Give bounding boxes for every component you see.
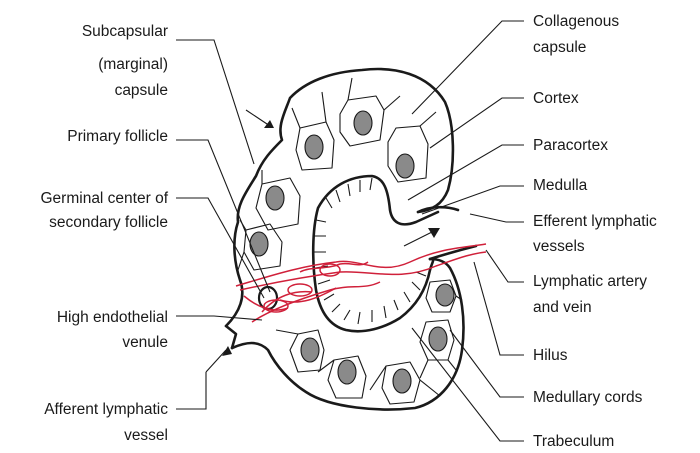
svg-text:vessel: vessel: [124, 427, 168, 444]
lymphatic-artery-and-vein: [236, 244, 486, 322]
svg-text:Subcapsular: Subcapsular: [82, 23, 168, 40]
label-germinal-center: Germinal center of secondary follicle: [41, 190, 169, 231]
label-cortex: Cortex: [533, 90, 579, 107]
label-collagenous-capsule: Collagenous capsule: [533, 13, 619, 56]
label-primary-follicle: Primary follicle: [67, 128, 168, 145]
label-subcapsular-capsule: Subcapsular (marginal) capsule: [82, 23, 168, 99]
afferent-notch: [226, 326, 236, 348]
svg-text:venule: venule: [122, 334, 168, 351]
svg-text:Collagenous: Collagenous: [533, 13, 619, 30]
label-trabeculum: Trabeculum: [533, 433, 614, 450]
label-medulla: Medulla: [533, 177, 588, 194]
cortex-follicles: [244, 96, 456, 404]
svg-text:capsule: capsule: [115, 82, 168, 99]
medulla-boundary: [313, 176, 438, 331]
svg-text:and vein: and vein: [533, 299, 592, 316]
svg-text:Efferent lymphatic: Efferent lymphatic: [533, 213, 657, 230]
label-lymphatic-artery-vein: Lymphatic artery and vein: [533, 273, 647, 316]
svg-text:Germinal center of: Germinal center of: [41, 190, 169, 207]
label-efferent-lymphatic-vessels: Efferent lymphatic vessels: [533, 213, 657, 255]
afferent-arrow-top: [246, 110, 270, 126]
svg-text:capsule: capsule: [533, 39, 586, 56]
label-high-endothelial-venule: High endothelial venule: [57, 309, 168, 351]
afferent-arrow-bottom: [206, 350, 226, 372]
svg-text:secondary follicle: secondary follicle: [49, 214, 168, 231]
right-leader-lines: [408, 21, 524, 441]
svg-text:High endothelial: High endothelial: [57, 309, 168, 326]
afferent-arrowhead-top: [264, 120, 274, 128]
svg-text:vessels: vessels: [533, 238, 585, 255]
svg-text:Afferent lymphatic: Afferent lymphatic: [44, 401, 168, 418]
afferent-arrowhead-bottom: [222, 346, 232, 356]
svg-text:Lymphatic artery: Lymphatic artery: [533, 273, 647, 290]
svg-text:(marginal): (marginal): [98, 56, 168, 73]
label-medullary-cords: Medullary cords: [533, 389, 643, 406]
label-hilus: Hilus: [533, 347, 568, 364]
label-afferent-lymphatic-vessel: Afferent lymphatic vessel: [44, 401, 168, 444]
label-paracortex: Paracortex: [533, 137, 608, 154]
